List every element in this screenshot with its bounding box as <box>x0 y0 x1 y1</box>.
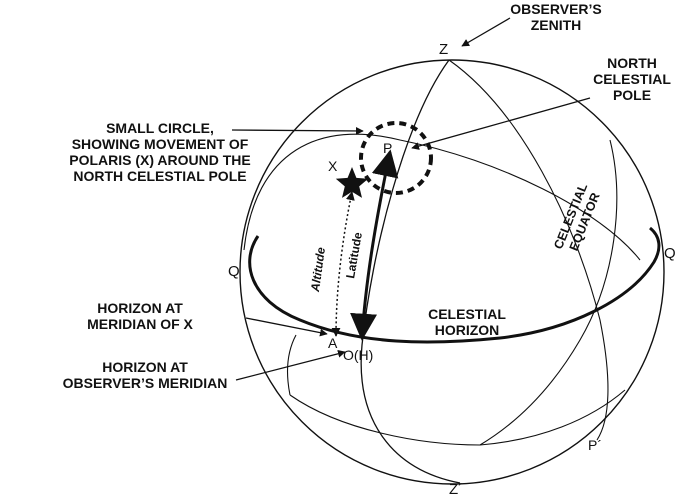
small-circle-label-line-4: NORTH CELESTIAL POLE <box>73 168 246 184</box>
zenith-label-line-1: OBSERVER’S <box>510 1 602 17</box>
north-pole-label-line-1: NORTH <box>607 55 657 71</box>
point-z: Z <box>439 41 448 58</box>
horizon-observer-label-line-2: OBSERVER’S MERIDIAN <box>63 375 228 391</box>
altitude-arrow <box>331 191 355 337</box>
horizon-x-label-line-1: HORIZON AT <box>97 300 183 316</box>
polaris-star-icon <box>335 167 369 198</box>
point-q-left: Q <box>228 263 240 280</box>
lower-left-arc <box>287 334 297 396</box>
latitude-arrow <box>350 149 399 341</box>
horizon-observer-pointer <box>235 349 346 381</box>
horizon-x-label-line-2: MERIDIAN OF X <box>87 316 193 332</box>
small-circle-label-line-2: SHOWING MOVEMENT OF <box>72 136 249 152</box>
point-p: P <box>383 140 392 156</box>
small-circle-label-line-1: SMALL CIRCLE, <box>106 120 214 136</box>
small-circle-label-line-3: POLARIS (X) AROUND THE <box>69 152 250 168</box>
celestial-horizon-line-2: HORIZON <box>435 322 500 338</box>
horizon-x-pointer <box>245 317 328 337</box>
zenith-pointer <box>461 17 511 47</box>
celestial-sphere-outline <box>239 59 665 485</box>
celestial-equator-circle <box>243 133 641 261</box>
point-p-prime: P´ <box>588 437 602 453</box>
point-x: X <box>328 158 338 174</box>
point-z-prime: Z´ <box>449 481 463 495</box>
lower-great-circle <box>289 389 626 446</box>
north-pole-label-line-3: POLE <box>613 87 651 103</box>
altitude-label: Altitude <box>308 246 328 293</box>
point-a: A <box>328 335 338 351</box>
north-pole-pointer <box>411 97 591 150</box>
polaris-small-circle <box>359 121 433 195</box>
observer-meridian-circle <box>360 59 461 484</box>
point-o-h: O(H) <box>343 347 373 363</box>
celestial-equator-arc-right <box>479 139 618 446</box>
celestial-equator-label: CELESTIAL EQUATOR <box>551 181 602 253</box>
zenith-label-line-2: ZENITH <box>531 17 582 33</box>
north-pole-label-line-2: CELESTIAL <box>593 71 671 87</box>
horizon-observer-label-line-1: HORIZON AT <box>102 359 188 375</box>
small-circle-pointer <box>231 127 364 135</box>
back-meridian-circle <box>448 59 609 441</box>
celestial-horizon-ellipse <box>248 226 661 344</box>
celestial-horizon-line-1: CELESTIAL <box>428 306 506 322</box>
latitude-label: Latitude <box>343 231 365 280</box>
point-q-right: Q <box>664 245 676 262</box>
